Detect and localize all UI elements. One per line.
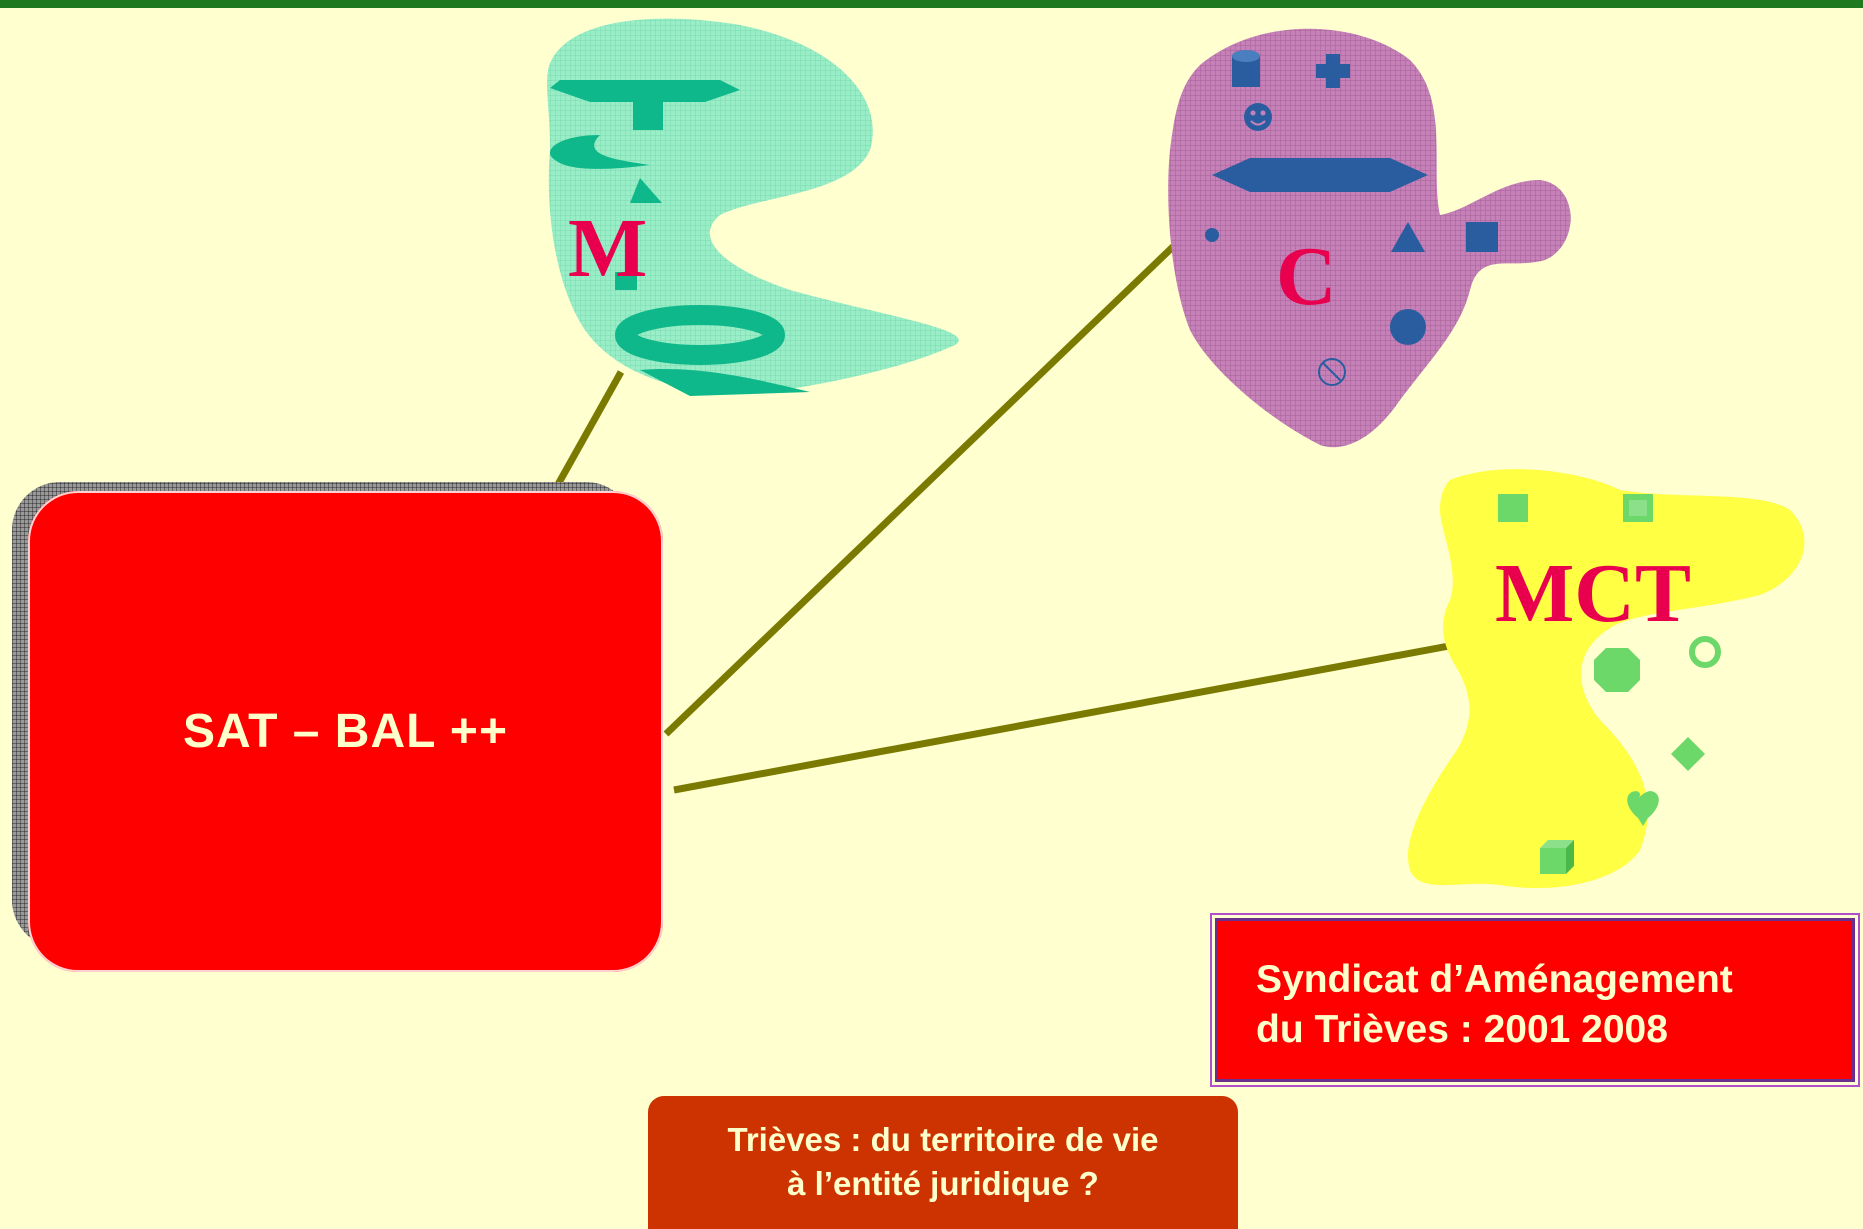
blob-mct-icons [1498,494,1721,874]
syndicat-box: Syndicat d’Aménagement du Trièves : 2001… [1210,913,1860,1087]
crescent-icon [550,135,650,169]
syndicat-line-1: Syndicat d’Aménagement [1256,958,1733,1001]
blob-m-label: M [568,202,648,295]
bevel-icon [1623,494,1653,522]
center-label: SAT – BAL ++ [183,705,508,758]
top-border [0,0,1863,8]
circle-icon [1205,228,1219,242]
trieves-box: Trièves : du territoire de vie à l’entit… [648,1096,1238,1229]
triangle-icon [630,178,662,203]
blob-mct [1408,469,1805,889]
connector-c [663,237,1183,737]
lamp-shape-icon [550,80,740,102]
blob-c-label: C [1276,230,1337,323]
cube-icon [1540,840,1574,874]
ring-icon [615,305,785,365]
cylinder-icon [1232,50,1260,87]
blob-m-icons [550,80,810,396]
diamond-icon [1671,737,1705,771]
smiley-icon [1244,103,1272,131]
square-icon [1466,222,1498,252]
blob-c-icons [1205,50,1498,386]
hexagon-icon [1212,158,1428,192]
center-box: SAT – BAL ++ [28,491,663,972]
blob-c [1168,28,1571,448]
connector-m [552,370,625,490]
blob-mct-label: MCT [1495,547,1691,640]
square-icon [1498,494,1528,522]
heart-icon [1627,791,1659,826]
cross-icon [1316,54,1350,88]
trieves-line-2: à l’entité juridique ? [787,1165,1099,1202]
no-symbol-icon [1318,358,1346,386]
trieves-line-1: Trièves : du territoire de vie [727,1121,1159,1158]
triangle-icon [1391,222,1425,252]
octagon-icon [1594,648,1640,692]
syndicat-line-2: du Trièves : 2001 2008 [1256,1008,1668,1051]
donut-icon [1689,636,1721,668]
connector-mct [673,621,1563,794]
